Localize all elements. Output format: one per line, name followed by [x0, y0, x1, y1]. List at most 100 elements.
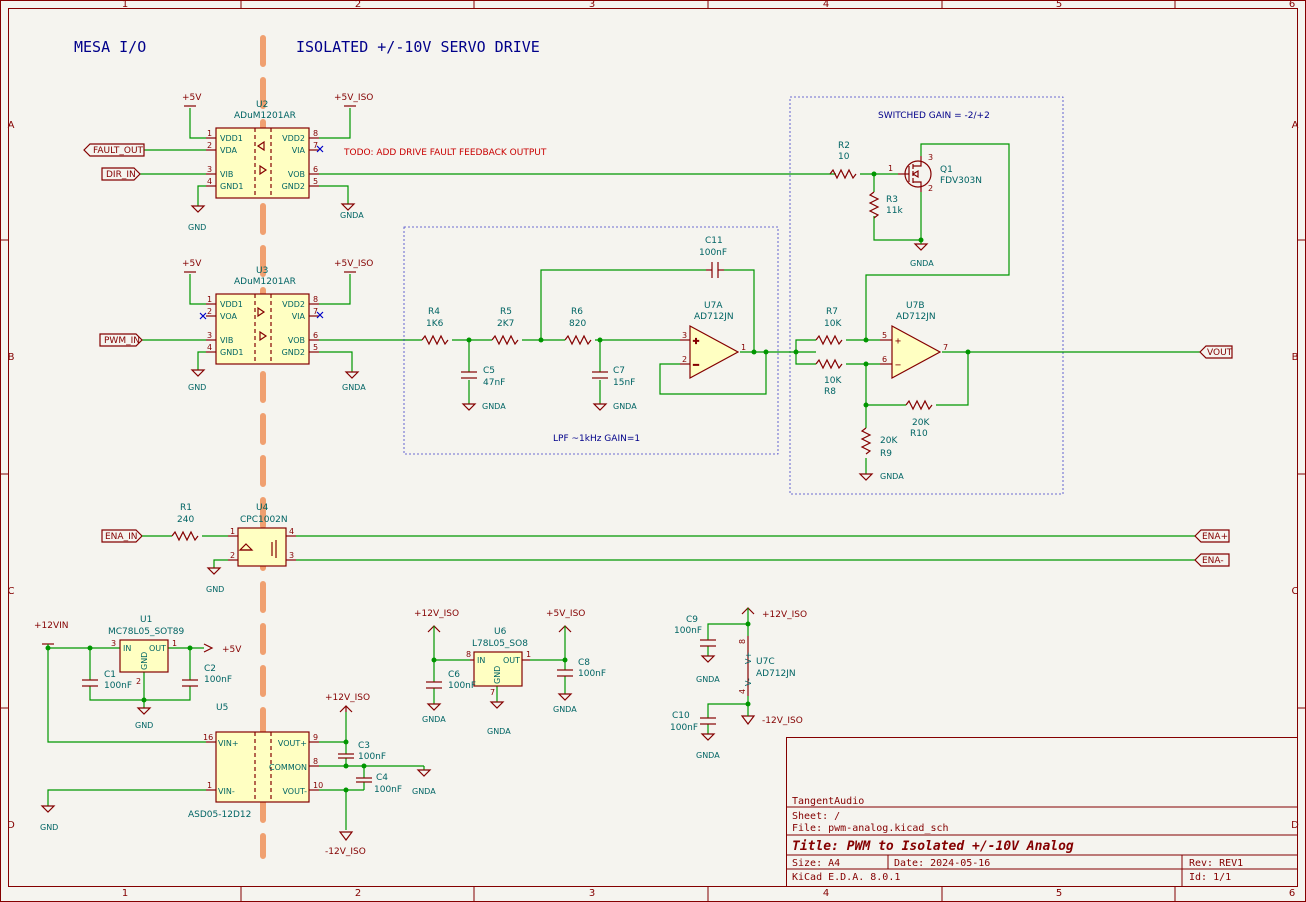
q1-mosfet[interactable]: [898, 156, 932, 192]
u4-gnd-label: GND: [206, 585, 224, 594]
u1-regulator[interactable]: [119, 639, 169, 673]
junction-c2: [187, 645, 193, 651]
junction-u1-in: [45, 645, 51, 651]
c9-value: 100nF: [674, 626, 702, 636]
u6-pin-out: OUT: [503, 656, 520, 665]
dir-in-text: DIR_IN: [106, 170, 136, 180]
u5-dcdc[interactable]: [206, 731, 319, 803]
ena-plus-label[interactable]: ENA+: [1194, 529, 1230, 543]
c9-capacitor[interactable]: [700, 639, 716, 647]
c4-capacitor[interactable]: [356, 777, 372, 783]
fault-out-label[interactable]: FAULT_OUT: [83, 143, 145, 157]
u2-pinnum-7: 7: [313, 141, 318, 150]
u6-in-power: +12V_ISO: [414, 609, 459, 619]
vout-label[interactable]: VOUT: [1199, 345, 1233, 359]
q1-pin-gate: 1: [888, 164, 893, 173]
q1-gnda-label: GNDA: [910, 259, 934, 268]
c5-gnda-symbol: [461, 403, 477, 411]
junction-c11-right: [751, 349, 757, 355]
ena-plus-text: ENA+: [1202, 532, 1228, 542]
r7-ref: R7: [826, 307, 838, 317]
u3-pinnum-8: 8: [313, 295, 318, 304]
u7a-ref: U7A: [704, 301, 723, 311]
r2-ref: R2: [838, 141, 850, 151]
u7b-opamp[interactable]: + −: [880, 324, 942, 380]
tb-date: Date: 2024-05-16: [894, 858, 990, 869]
q1-ref: Q1: [940, 165, 953, 175]
u4-pin-2: 2: [230, 551, 235, 560]
u3-isolator[interactable]: [206, 293, 319, 365]
heading-mesa-io: MESA I/O: [74, 38, 146, 56]
r9-gnda-symbol: [858, 473, 874, 481]
r5-ref: R5: [500, 307, 512, 317]
u5-gnda-symbol: [416, 769, 432, 777]
ena-minus-label[interactable]: ENA-: [1194, 553, 1230, 567]
u3-pinnum-2: 2: [207, 307, 212, 316]
u3-value: ADuM1201AR: [234, 277, 296, 287]
zone-row-a-right: A: [1292, 120, 1299, 131]
c1-capacitor[interactable]: [82, 679, 98, 687]
tb-file: File: pwm-analog.kicad_sch: [792, 823, 949, 834]
u4-pin-4: 4: [289, 527, 294, 536]
u1-pinnum-gnd: 2: [136, 677, 141, 686]
junction-q1-drain: [863, 337, 869, 343]
u5-pinnum-1: 1: [207, 781, 212, 790]
u6-out-power: +5V_ISO: [546, 609, 585, 619]
u3-pin-vdd1: VDD1: [220, 300, 243, 309]
c6-capacitor[interactable]: [426, 681, 442, 689]
lpf-wires: [452, 269, 816, 404]
junction-c7: [597, 337, 603, 343]
u2-pinnum-6: 6: [313, 165, 318, 174]
p12vin-label: +12VIN: [34, 621, 69, 631]
junction-c9: [745, 621, 751, 627]
pwm-in-label[interactable]: PWM_IN: [99, 333, 143, 347]
u7b-pin-out: 7: [943, 343, 948, 352]
c10-value: 100nF: [670, 723, 698, 733]
lpf-box: [403, 226, 779, 455]
u7a-opamp[interactable]: + −: [680, 324, 740, 380]
dir-in-label[interactable]: DIR_IN: [101, 167, 141, 181]
c7-capacitor[interactable]: [592, 371, 608, 379]
u4-ref: U4: [256, 503, 269, 513]
switched-gain-note: SWITCHED GAIN = -2/+2: [878, 111, 990, 121]
u7a-pin-out: 1: [741, 343, 746, 352]
ena-in-label[interactable]: ENA_IN: [101, 529, 143, 543]
zone-col-3-bottom: 3: [589, 888, 595, 899]
r9-ref: R9: [880, 449, 892, 459]
junction-u5-common-b: [361, 763, 367, 769]
c6-value: 100nF: [448, 681, 476, 691]
u1-gnd-label: GND: [135, 721, 153, 730]
q1-pin-drain: 3: [928, 153, 933, 162]
c11-capacitor[interactable]: [706, 262, 724, 278]
u3-pinnum-1: 1: [207, 295, 212, 304]
zone-col-4-bottom: 4: [823, 888, 829, 899]
u6-pinnum-in: 8: [466, 650, 471, 659]
zone-col-4-top: 4: [823, 0, 829, 10]
junction-c1: [87, 645, 93, 651]
c2-capacitor[interactable]: [182, 679, 198, 687]
u3-pin-vob: VOB: [288, 336, 305, 345]
zone-col-2-top: 2: [355, 0, 361, 10]
c7-ref: C7: [613, 366, 625, 376]
c8-capacitor[interactable]: [557, 669, 573, 677]
c3-value: 100nF: [358, 752, 386, 762]
junction-u7b-minus: [863, 361, 869, 367]
u2-pinnum-3: 3: [207, 165, 212, 174]
c3-capacitor[interactable]: [338, 753, 354, 759]
u2-isolator[interactable]: [206, 127, 319, 199]
c5-capacitor[interactable]: [461, 371, 477, 379]
q1-wires: [865, 143, 1010, 340]
junction-c8: [562, 657, 568, 663]
u4-ssr[interactable]: [228, 527, 296, 567]
c10-capacitor[interactable]: [700, 717, 716, 725]
u7c-p12v-label: +12V_ISO: [762, 610, 807, 620]
r1-ref: R1: [180, 503, 192, 513]
u6-regulator[interactable]: [470, 651, 530, 687]
u1-value: MC78L05_SOT89: [108, 627, 184, 637]
c2-ref: C2: [204, 664, 216, 674]
zone-col-3-top: 3: [589, 0, 595, 10]
u2-pinnum-5: 5: [313, 177, 318, 186]
zone-col-5-bottom: 5: [1056, 888, 1062, 899]
u7a-value: AD712JN: [694, 312, 734, 322]
